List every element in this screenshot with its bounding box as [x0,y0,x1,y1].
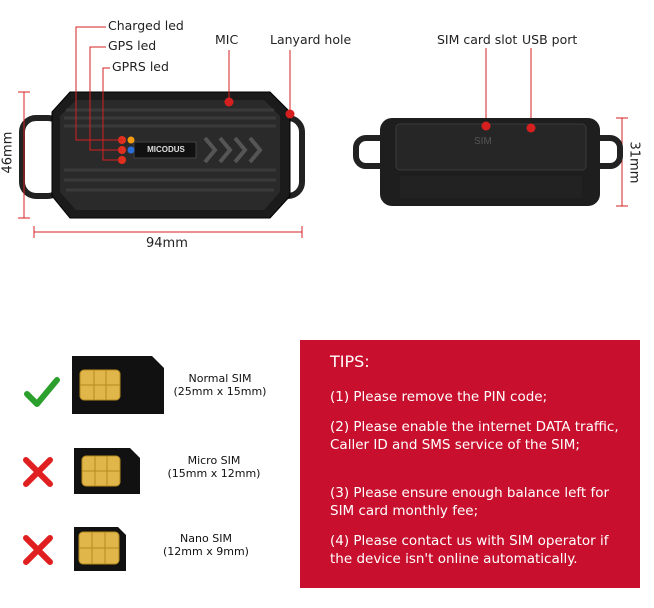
tips-box: TIPS: (1) Please remove the PIN code; (2… [300,340,640,588]
device-side-view [353,118,623,206]
nano-sim-name: Nano SIM [180,532,232,545]
tip-item: (3) Please ensure enough balance left fo… [330,485,610,519]
lanyard-hole-label: Lanyard hole [270,32,352,47]
height-dimension-right: 31mm [626,141,642,184]
micro-sim-name: Micro SIM [187,454,241,467]
cross-icon [23,457,53,487]
tip-item: (4) Please contact us with SIM operator … [330,533,609,567]
nano-sim-card [74,527,126,571]
tips-title: TIPS: [330,352,370,371]
normal-sim-name: Normal SIM [188,372,252,385]
device-logo: MICODUS [147,145,185,154]
normal-sim-size: (25mm x 15mm) [173,385,267,398]
check-icon [24,377,60,407]
normal-sim-card [72,356,164,414]
nano-sim-size: (12mm x 9mm) [163,545,249,558]
height-dimension-left: 46mm [0,131,16,174]
usb-port-label: USB port [522,32,578,47]
gprs-led-label: GPRS led [112,59,169,74]
cross-icon [23,535,53,565]
mic-label: MIC [215,32,239,47]
tip-item: (1) Please remove the PIN code; [330,389,548,405]
charged-led-label: Charged led [108,18,184,33]
device-front-view [19,91,305,219]
gps-led-label: GPS led [108,38,157,53]
width-dimension-bottom: 94mm [146,236,188,251]
device-diagram [18,26,628,238]
sim-marking: SIM [474,136,492,147]
sim-card-slot-label: SIM card slot [437,32,518,47]
micro-sim-size: (15mm x 12mm) [167,467,261,480]
tip-item: (2) Please enable the internet DATA traf… [330,419,619,453]
micro-sim-card [74,448,140,494]
